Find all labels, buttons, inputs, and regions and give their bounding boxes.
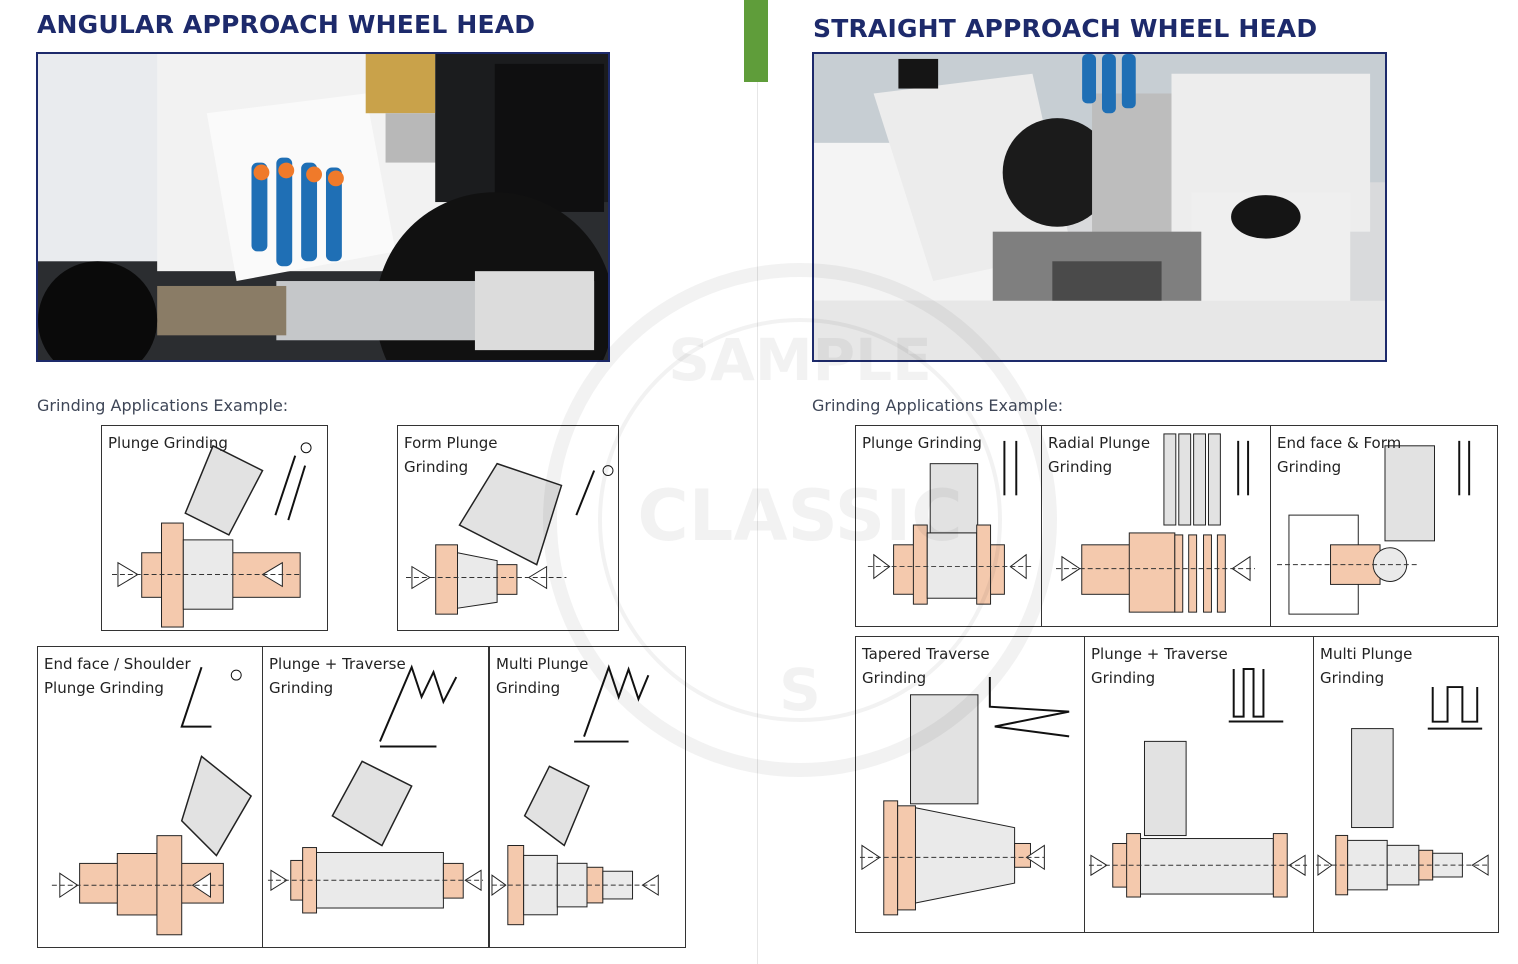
panel-plunge-traverse-right: Plunge + Traverse Grinding	[1084, 636, 1315, 933]
green-accent-bar	[744, 0, 768, 82]
angular-wheel-head-photo	[36, 52, 610, 362]
panel-label: Plunge + Traverse Grinding	[1091, 645, 1228, 687]
panel-label: Multi Plunge Grinding	[1320, 645, 1413, 687]
straight-wheel-head-photo	[812, 52, 1387, 362]
panel-plunge-grinding-right: Plunge Grinding	[855, 425, 1043, 627]
panel-label: End face & Form Grinding	[1277, 434, 1402, 476]
left-section-label: Grinding Applications Example:	[37, 396, 289, 415]
panel-multi-plunge-right: Multi Plunge Grinding	[1313, 636, 1499, 933]
grinding-wheel	[184, 444, 264, 536]
panel-label: Tapered Traverse Grinding	[862, 645, 990, 687]
panel-label: Plunge Grinding	[862, 434, 982, 452]
watermark-bottom-text: S	[779, 656, 821, 724]
right-title: STRAIGHT APPROACH WHEEL HEAD	[813, 14, 1318, 43]
panel-plunge-grinding: Plunge Grinding	[101, 425, 328, 631]
panel-label: Multi Plunge Grinding	[496, 655, 589, 697]
panel-end-face-shoulder: End face / Shoulder Plunge Grinding	[37, 646, 264, 948]
right-section-label: Grinding Applications Example:	[812, 396, 1064, 415]
panel-label: Plunge Grinding	[108, 434, 228, 452]
panel-multi-plunge: Multi Plunge Grinding	[489, 646, 686, 948]
panel-plunge-traverse: Plunge + Traverse Grinding	[262, 646, 489, 948]
panel-form-plunge-grinding: Form Plunge Grinding	[397, 425, 619, 631]
panel-tapered-traverse: Tapered Traverse Grinding	[855, 636, 1086, 933]
panel-label: Form Plunge Grinding	[404, 434, 498, 476]
left-title: ANGULAR APPROACH WHEEL HEAD	[37, 10, 536, 39]
panel-end-face-form: End face & Form Grinding	[1270, 425, 1498, 627]
page-divider	[757, 0, 758, 964]
panel-radial-plunge: Radial Plunge Grinding	[1041, 425, 1272, 627]
panel-label: Plunge + Traverse Grinding	[269, 655, 406, 697]
panel-label: End face / Shoulder Plunge Grinding	[44, 655, 191, 697]
panel-label: Radial Plunge Grinding	[1048, 434, 1151, 476]
